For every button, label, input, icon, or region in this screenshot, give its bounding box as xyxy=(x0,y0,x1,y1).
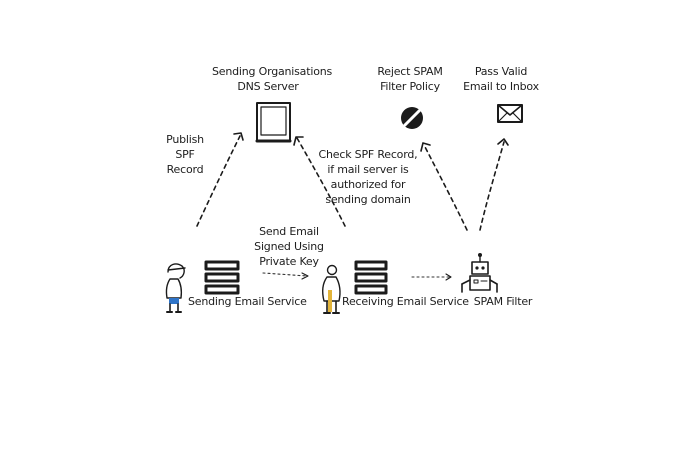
check-spf-label-line: if mail server is xyxy=(327,163,409,176)
sending-service-label: Sending Email Service xyxy=(188,295,307,308)
send-email-label-line: Private Key xyxy=(259,255,319,268)
dns-server-label-line: Sending Organisations xyxy=(212,65,333,78)
reject-spam-label-line: Reject SPAM xyxy=(377,65,443,78)
dns-server-label: Sending Organisations DNS Server xyxy=(212,64,333,94)
pass-valid-label-line: Email to Inbox xyxy=(463,80,539,93)
sender-person-icon xyxy=(165,263,186,313)
send-email-arrow xyxy=(262,272,309,280)
publish-spf-label-line: SPF xyxy=(175,148,195,161)
spam-filter-label: SPAM Filter xyxy=(473,295,533,308)
reject-spam-label-line: Filter Policy xyxy=(380,80,440,93)
sending-server-icon xyxy=(204,260,240,295)
no-entry-icon xyxy=(401,107,423,129)
check-spf-arrow xyxy=(293,136,346,227)
monitor-icon xyxy=(255,102,292,143)
reject-arrow xyxy=(420,142,468,231)
publish-spf-label: Publish SPF Record xyxy=(160,132,210,177)
send-email-label-line: Send Email xyxy=(259,225,319,238)
receiving-service-label: Receiving Email Service xyxy=(342,295,469,308)
pass-valid-label-line: Pass Valid xyxy=(474,65,528,78)
pass-arrow xyxy=(479,138,509,231)
send-email-label-line: Signed Using xyxy=(254,240,324,253)
check-spf-label: Check SPF Record, if mail server is auth… xyxy=(318,147,418,207)
publish-spf-label-line: Record xyxy=(166,163,204,176)
to-filter-arrow xyxy=(411,273,452,281)
reject-spam-label: Reject SPAM Filter Policy xyxy=(370,64,450,94)
check-spf-label-line: authorized for xyxy=(330,178,406,191)
check-spf-label-line: Check SPF Record, xyxy=(318,148,418,161)
send-email-label: Send Email Signed Using Private Key xyxy=(252,224,326,269)
receiving-server-icon xyxy=(354,260,388,295)
receiver-person-icon xyxy=(322,264,341,314)
check-spf-label-line: sending domain xyxy=(325,193,411,206)
dns-server-label-line: DNS Server xyxy=(237,80,299,93)
pass-valid-label: Pass Valid Email to Inbox xyxy=(462,64,540,94)
envelope-icon xyxy=(497,104,523,123)
publish-spf-label-line: Publish xyxy=(166,133,204,146)
robot-icon xyxy=(461,253,498,293)
publish-arrow xyxy=(196,132,244,227)
